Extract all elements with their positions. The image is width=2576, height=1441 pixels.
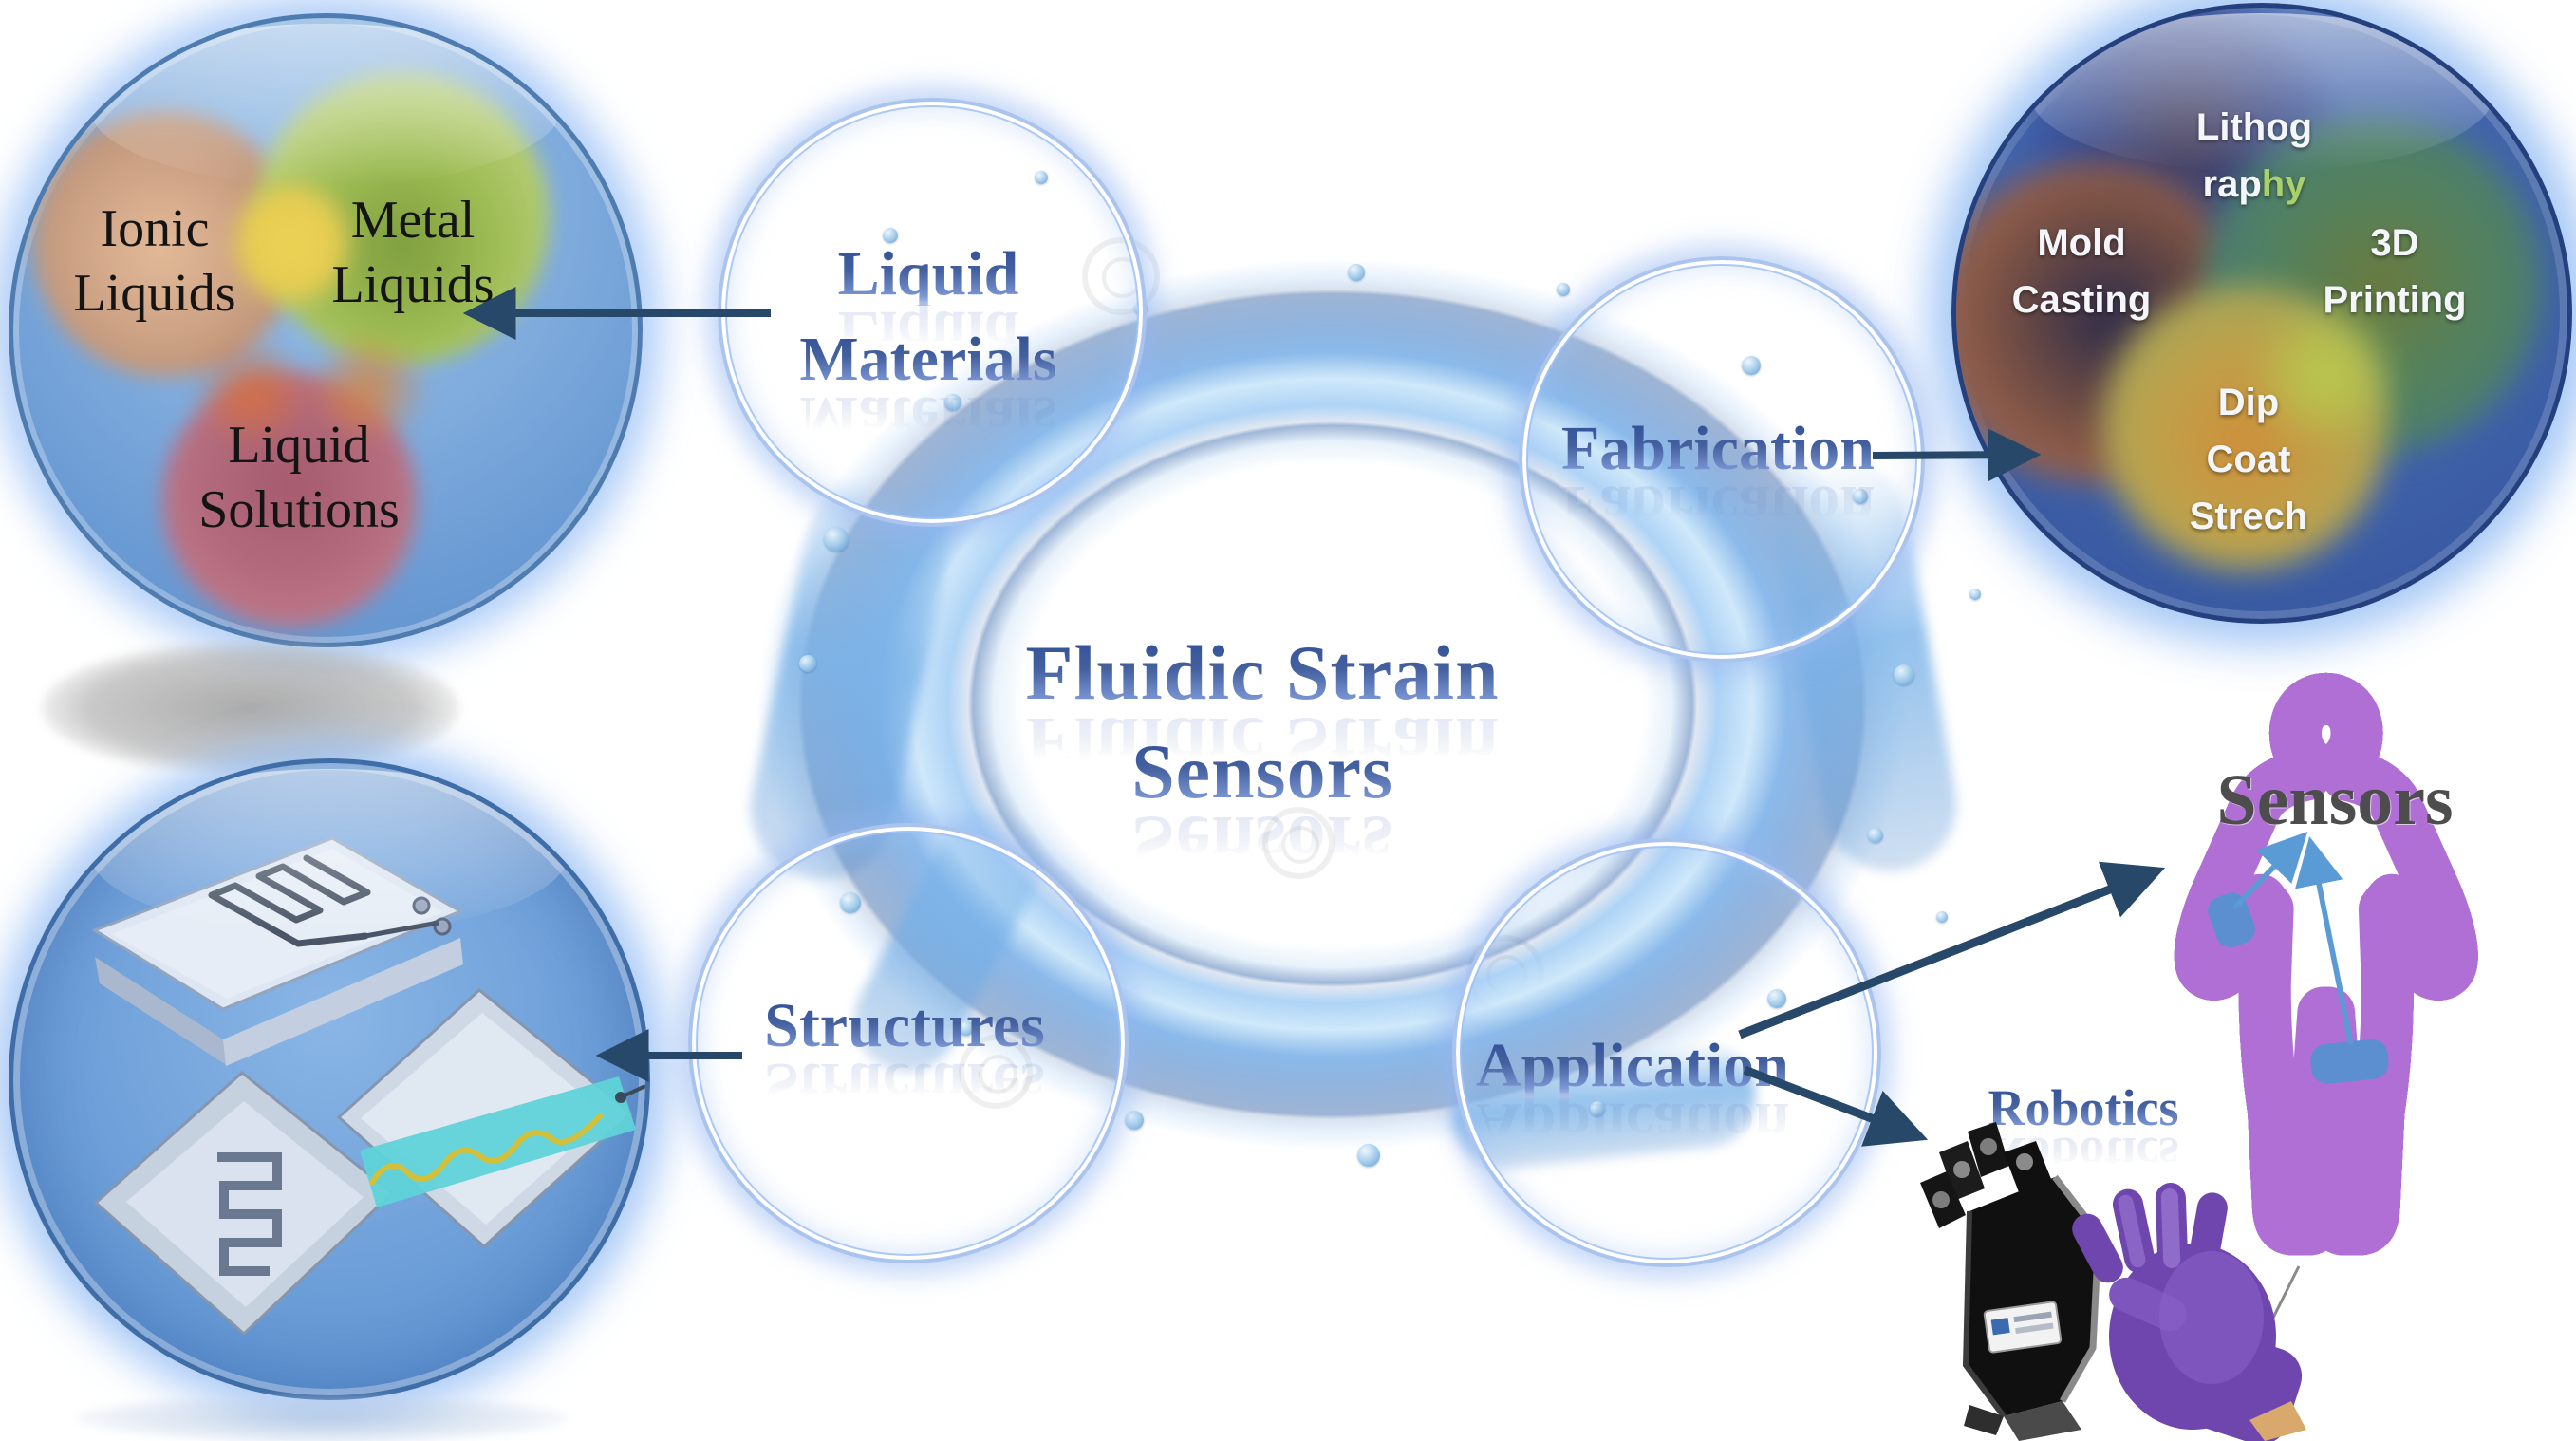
node-label-text: Liquid: [718, 243, 1139, 306]
node-circle-fabrication: [1519, 256, 1925, 663]
venn-label-liquid-solutions: Liquid Solutions: [166, 413, 432, 543]
node-label-reflection: Structures: [688, 1050, 1121, 1119]
venn-overlap-orange: [199, 346, 304, 440]
water-drop-icon: [1894, 664, 1914, 685]
water-drop-icon: [824, 527, 849, 552]
title-text: Fluidic Strain: [978, 634, 1547, 712]
green-accent-blob: [2259, 309, 2392, 441]
fabrication-method-lithography: Lithog raphy: [2112, 99, 2397, 213]
water-drop-icon: [1348, 264, 1365, 281]
robotics-text: Robotics: [1979, 1082, 2188, 1133]
venn-text: Liquids: [331, 255, 495, 315]
venn-text: Metal: [350, 191, 476, 250]
water-drop-icon: [1557, 283, 1570, 296]
node-label-liquid-materials-line1: Liquid Liquid: [718, 243, 1139, 367]
wrist-sensor-patch: [2208, 892, 2255, 947]
node-label-application: Application Application: [1433, 1035, 1832, 1159]
fab-method-text: Dip: [2217, 382, 2280, 423]
fab-method-text: rap: [2202, 163, 2262, 205]
node-circle-application: [1452, 838, 1881, 1267]
sensor-pointer-arrow: [2295, 836, 2354, 1045]
water-drop-icon: [1969, 589, 1981, 600]
purple-glove-illustration: [2072, 1183, 2306, 1441]
sensors-label: Sensors: [2216, 760, 2454, 840]
node-label-text: Materials: [718, 328, 1139, 391]
water-drop-icon: [1125, 1111, 1144, 1130]
fab-method-text-green: hy: [2261, 163, 2306, 205]
node-label-text: Application: [1433, 1035, 1832, 1097]
node-label-text: Fabrication: [1519, 418, 1917, 480]
fab-method-text: Casting: [2011, 279, 2152, 321]
circle-gloss-highlight: [2029, 13, 2494, 173]
node-label-structures: Structures Structures: [688, 995, 1121, 1119]
diamond-chip-cyan-band: [336, 988, 645, 1249]
figure-title-line1: Fluidic Strain Fluidic Strain: [978, 634, 1547, 789]
fab-method-text: Mold: [2037, 222, 2126, 264]
venn-overlap-yellow: [234, 184, 348, 303]
venn-text: Ionic: [100, 199, 210, 258]
fab-method-text: Printing: [2323, 279, 2467, 321]
node-label-liquid-materials-line2: Materials Materials: [718, 328, 1139, 453]
circle-gloss-highlight: [87, 24, 564, 187]
robot-hand-illustration: [1920, 1122, 2102, 1441]
fab-method-text: Coat: [2206, 439, 2291, 480]
figure-title-line2: Sensors Sensors: [978, 733, 1547, 888]
water-drop-icon: [1936, 911, 1948, 923]
node-circle-structures: [688, 823, 1129, 1263]
venn-overlap-orange: [315, 341, 421, 436]
fabrication-method-mold-casting: Mold Casting: [1956, 215, 2224, 328]
fabrication-detail-circle: Lithog raphy Mold Casting 3D Printing Di…: [1951, 3, 2572, 624]
fab-method-text: raphy: [2112, 156, 2397, 213]
circle-reflection: [76, 1394, 569, 1441]
diamond-chip-meander: [93, 1071, 395, 1337]
node-label-reflection: Application: [1433, 1090, 1832, 1159]
fabrication-method-3d-printing: 3D Printing: [2252, 215, 2537, 328]
sensor-pointer-arrow: [2232, 832, 2308, 909]
venn-label-ionic-liquids: Ionic Liquids: [22, 196, 288, 327]
title-text-reflection: Sensors: [978, 800, 1547, 887]
liquid-materials-detail-circle: Ionic Liquids Metal Liquids Liquid Solut…: [9, 13, 643, 647]
robotics-label: Robotics Robotics: [1979, 1082, 2188, 1184]
title-text: Sensors: [978, 733, 1547, 811]
knee-sensor-patch: [2310, 1039, 2389, 1084]
node-label-reflection: Fabrication: [1519, 473, 1917, 542]
node-label-reflection: Materials: [718, 384, 1139, 453]
glove-wrist-skin: [2249, 1401, 2306, 1441]
water-drop-icon: [799, 655, 816, 672]
fab-method-text: Strech: [2189, 496, 2308, 537]
drop-shadow-ellipse: [42, 642, 459, 775]
structures-detail-circle: [9, 758, 650, 1400]
venn-text: Solutions: [198, 480, 400, 540]
fab-method-text: Lithog: [2195, 106, 2313, 148]
water-drop-icon: [1357, 1144, 1380, 1167]
venn-text: Liquids: [73, 264, 236, 324]
fabrication-method-dip-coat-strech: Dip Coat Strech: [2106, 374, 2391, 545]
water-drop-icon: [1868, 828, 1883, 843]
fab-method-text: 3D: [2370, 222, 2419, 264]
venn-text: Liquid: [228, 416, 370, 475]
human-body-sensor-illustration: [2155, 672, 2506, 1256]
robot-hand-label: [1983, 1301, 2063, 1354]
venn-label-metal-liquids: Metal Liquids: [280, 188, 546, 318]
node-label-fabrication: Fabrication Fabrication: [1519, 418, 1917, 542]
circle-gloss-highlight: [88, 769, 570, 934]
node-label-text: Structures: [688, 995, 1121, 1057]
